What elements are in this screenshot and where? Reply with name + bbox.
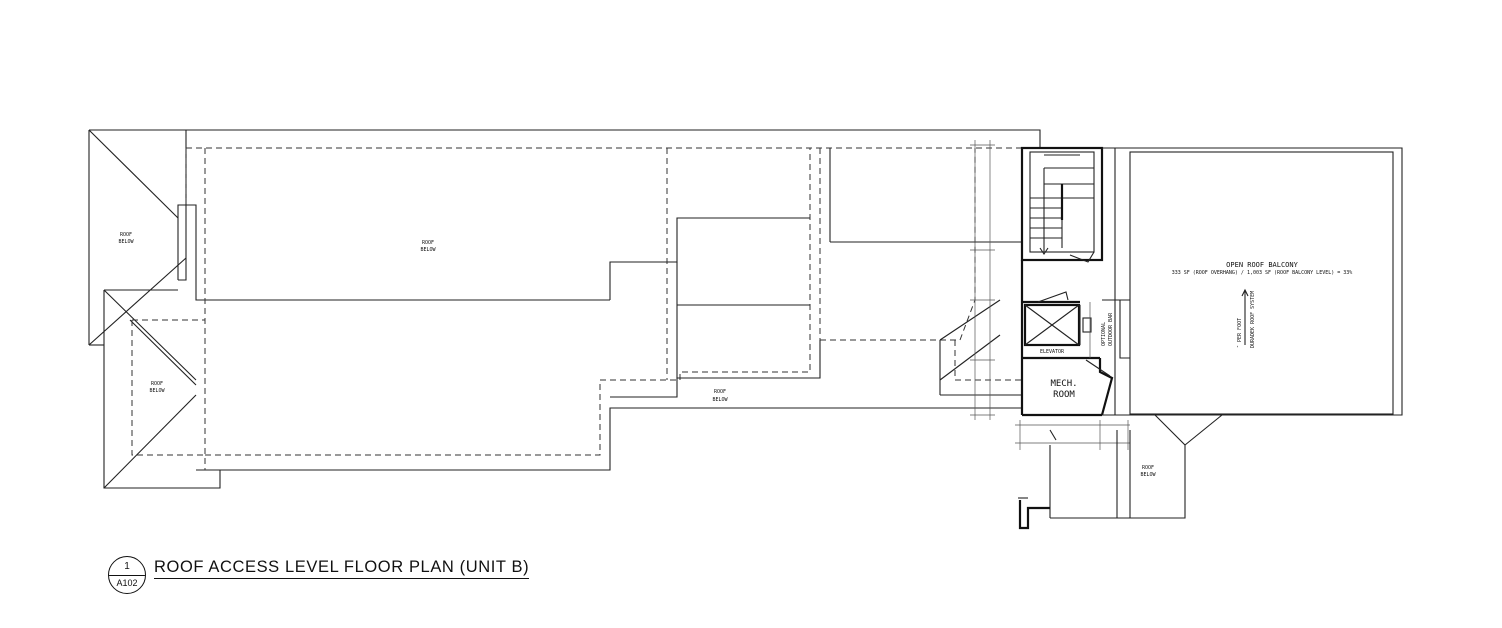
- lower-right-roof: [1018, 414, 1223, 530]
- svg-text:BELOW: BELOW: [420, 247, 436, 253]
- open-roof-balcony-label: OPEN ROOF BALCONY: [1226, 261, 1298, 269]
- roof-below-label-1: ROOF BELOW: [118, 232, 134, 245]
- balcony-ratio-label: 333 SF (ROOF OVERHANG) / 1,003 SF (ROOF …: [1172, 270, 1353, 276]
- svg-text:BELOW: BELOW: [712, 397, 728, 403]
- core-walls: [1020, 146, 1114, 417]
- detail-number: 1: [124, 561, 130, 572]
- svg-text:ROOF: ROOF: [422, 240, 434, 246]
- mech-room-label: MECH. ROOM: [1050, 379, 1077, 400]
- roof-steps: [609, 148, 1022, 398]
- svg-text:ROOF: ROOF: [120, 232, 132, 238]
- roof-below-label-5: ROOF BELOW: [1140, 465, 1156, 478]
- svg-text:BELOW: BELOW: [149, 388, 165, 394]
- detail-bubble: 1 A102: [108, 556, 146, 594]
- svg-text:ROOF: ROOF: [714, 389, 726, 395]
- svg-text:ROOF: ROOF: [1142, 465, 1154, 471]
- roof-system-label: DURADEK ROOF SYSTEM: [1250, 291, 1256, 348]
- drawing-title-block: 1 A102 ROOF ACCESS LEVEL FLOOR PLAN (UNI…: [108, 554, 548, 598]
- elevator-label: ELEVATOR: [1040, 349, 1065, 355]
- stair: [1029, 151, 1095, 263]
- drawing-title: ROOF ACCESS LEVEL FLOOR PLAN (UNIT B): [154, 558, 530, 579]
- svg-text:BELOW: BELOW: [1140, 472, 1156, 478]
- roof-below-label-4: ROOF BELOW: [712, 389, 728, 403]
- svg-text:ROOF: ROOF: [151, 381, 163, 387]
- svg-text:BELOW: BELOW: [118, 239, 134, 245]
- walls-below-dashed: [131, 147, 1022, 470]
- svg-text:MECH.: MECH.: [1050, 379, 1077, 389]
- main-roof-outline: [88, 129, 1041, 489]
- door-swings: [1037, 291, 1111, 377]
- svg-text:ROOM: ROOM: [1053, 390, 1075, 400]
- slope-label: ″ PER FOOT: [1237, 318, 1243, 348]
- balcony-outline: [1102, 147, 1403, 416]
- outdoor-bar-label: OUTDOOR BAR: [1108, 312, 1114, 346]
- hip-lines: [88, 129, 197, 489]
- dimension-lines: [970, 140, 1130, 450]
- sheet-number: A102: [116, 578, 138, 588]
- optional-label: OPTIONAL: [1101, 322, 1107, 346]
- outdoor-bar: [1082, 302, 1092, 358]
- roof-below-label-2: ROOF BELOW: [420, 240, 436, 253]
- roof-below-label-3: ROOF BELOW: [149, 381, 165, 394]
